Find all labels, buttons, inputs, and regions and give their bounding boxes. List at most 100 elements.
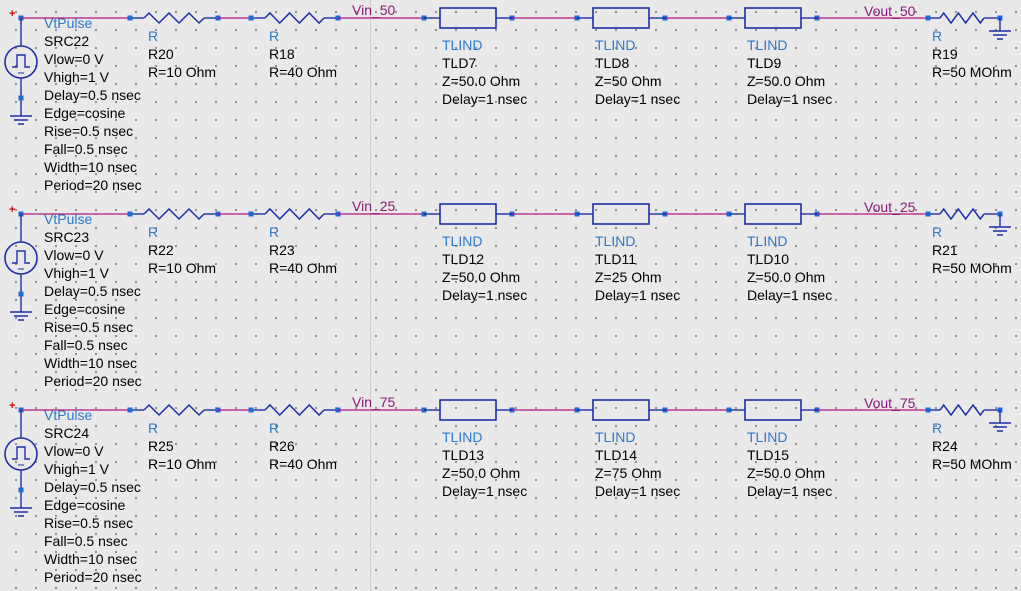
resistor-name: R20 [148, 46, 174, 62]
transmission-line-TLD11[interactable] [574, 203, 668, 225]
resistor-value: R=40 Ohm [269, 64, 338, 80]
resistor-R20[interactable] [127, 11, 221, 25]
tline-type-label: TLIND [595, 37, 636, 53]
resistor-name: R26 [269, 438, 295, 454]
transmission-line-icon [439, 7, 497, 29]
pulse-source-icon [12, 250, 30, 264]
pulse-source-icon [12, 54, 30, 68]
load-resistor-R19[interactable] [925, 11, 1012, 40]
resistor-R23[interactable] [248, 207, 341, 221]
transmission-line-TLD10[interactable] [726, 203, 820, 225]
transmission-line-TLD13[interactable] [421, 399, 515, 421]
source-param: Vlow=0 V [44, 51, 104, 67]
resistor-R25[interactable] [127, 403, 221, 417]
tline-delay: Delay=1 nsec [595, 287, 681, 303]
tline-name: TLD10 [747, 251, 790, 267]
tline-delay: Delay=1 nsec [747, 287, 833, 303]
source-param: Edge=cosine [44, 105, 126, 121]
pulse-source-1[interactable] [4, 15, 130, 125]
net-label-out: Vout_50 [864, 3, 916, 19]
source-param: Vhigh=1 V [44, 461, 109, 477]
resistor-value: R=50 MOhm [932, 456, 1012, 472]
tline-delay: Delay=1 nsec [595, 483, 681, 499]
resistor-icon [143, 11, 205, 25]
tline-impedance: Z=50.0 Ohm [442, 269, 521, 285]
resistor-name: R22 [148, 242, 174, 258]
resistor-value: R=10 Ohm [148, 456, 217, 472]
pin-marker [18, 291, 24, 297]
transmission-line-TLD14[interactable] [574, 399, 668, 421]
load-resistor-R24[interactable] [925, 403, 1012, 432]
polarity-plus: + [9, 204, 16, 216]
source-param: Rise=0.5 nsec [44, 319, 134, 335]
transmission-line-TLD7[interactable] [421, 7, 515, 29]
pulse-source-2[interactable] [4, 211, 130, 321]
transmission-line-icon [744, 7, 802, 29]
tline-name: TLD11 [595, 251, 636, 267]
tline-type-label: TLIND [747, 429, 788, 445]
pin-marker [925, 211, 931, 217]
tline-name: TLD15 [747, 447, 790, 463]
polarity-plus: + [9, 400, 16, 412]
resistor-name: R21 [932, 242, 958, 258]
source-param: Delay=0.5 nsec [44, 87, 141, 103]
transmission-line-TLD9[interactable] [726, 7, 820, 29]
transmission-line-TLD8[interactable] [574, 7, 668, 29]
resistor-value: R=50 MOhm [932, 64, 1012, 80]
net-label-out: Vout_75 [864, 395, 916, 411]
pin-marker [248, 211, 254, 217]
resistor-icon [939, 11, 985, 25]
transmission-line-icon [744, 399, 802, 421]
tline-type-label: TLIND [747, 233, 788, 249]
transmission-line-icon [592, 399, 650, 421]
source-type-label: VtPulse [44, 407, 93, 423]
tline-impedance: Z=25 Ohm [595, 269, 662, 285]
transmission-line-TLD15[interactable] [726, 399, 820, 421]
transmission-line-TLD12[interactable] [421, 203, 515, 225]
source-param: Edge=cosine [44, 301, 126, 317]
sheet-boundary [370, 0, 371, 591]
transmission-line-icon [592, 7, 650, 29]
net-label-in: Vin_50 [352, 2, 396, 18]
resistor-type-label: R [148, 28, 159, 44]
resistor-R18[interactable] [248, 11, 341, 25]
source-param: Vlow=0 V [44, 247, 104, 263]
tline-type-label: TLIND [747, 37, 788, 53]
pin-marker [127, 15, 133, 21]
resistor-value: R=40 Ohm [269, 260, 338, 276]
pin-marker [248, 15, 254, 21]
net-label-in: Vin_75 [352, 394, 396, 410]
tline-delay: Delay=1 nsec [747, 91, 833, 107]
tline-type-label: TLIND [442, 233, 483, 249]
source-type-label: VtPulse [44, 15, 93, 31]
resistor-R22[interactable] [127, 207, 221, 221]
net-label-out: Vout_25 [864, 199, 916, 215]
pin-marker [18, 95, 24, 101]
resistor-type-label: R [932, 224, 943, 240]
resistor-type-label: R [269, 28, 280, 44]
tline-name: TLD12 [442, 251, 485, 267]
resistor-value: R=10 Ohm [148, 260, 217, 276]
resistor-name: R19 [932, 46, 958, 62]
resistor-type-label: R [932, 420, 943, 436]
source-param: Vhigh=1 V [44, 69, 109, 85]
tline-delay: Delay=1 nsec [442, 91, 528, 107]
resistor-R26[interactable] [248, 403, 341, 417]
source-param: Period=20 nsec [44, 177, 142, 193]
source-param: Rise=0.5 nsec [44, 123, 134, 139]
resistor-icon [939, 403, 985, 417]
resistor-value: R=40 Ohm [269, 456, 338, 472]
tline-name: TLD8 [595, 55, 630, 71]
source-type-label: VtPulse [44, 211, 93, 227]
resistor-icon [143, 403, 205, 417]
pin-marker [925, 15, 931, 21]
tline-type-label: TLIND [442, 37, 483, 53]
tline-impedance: Z=50.0 Ohm [442, 73, 521, 89]
resistor-icon [264, 11, 325, 25]
source-name: SRC23 [44, 229, 90, 245]
tline-impedance: Z=50.0 Ohm [442, 465, 521, 481]
resistor-name: R25 [148, 438, 174, 454]
pulse-source-3[interactable] [4, 407, 130, 517]
load-resistor-R21[interactable] [925, 207, 1012, 236]
